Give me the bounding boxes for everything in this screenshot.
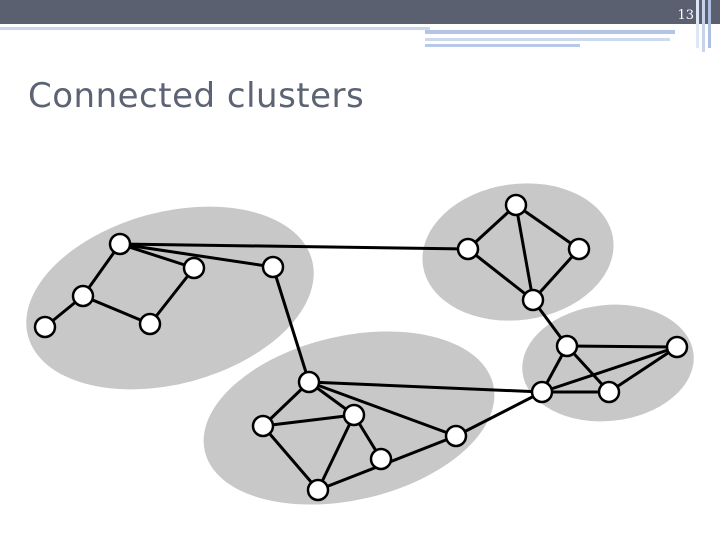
graph-edge [271, 265, 311, 384]
graph-edge [565, 344, 679, 349]
graph-node [521, 288, 545, 312]
graph-node [251, 414, 275, 438]
graph-nodes [33, 193, 689, 502]
header-accent-line [425, 38, 670, 41]
header-accent-line [425, 30, 675, 34]
graph-edge [514, 203, 581, 251]
graph-edge [148, 266, 196, 326]
graph-node [261, 255, 285, 279]
graph-node [33, 315, 57, 339]
header-accent-line [0, 27, 430, 30]
header-accent-line [702, 0, 705, 52]
graph-edge [81, 294, 152, 326]
header-accent-line [425, 44, 580, 47]
graph-node [665, 335, 689, 359]
graph-node [71, 284, 95, 308]
graph-edge [540, 345, 679, 394]
header-accent-line [696, 0, 699, 48]
page-number: 13 [677, 8, 694, 23]
graph-node [504, 193, 528, 217]
header-band [0, 0, 720, 24]
slide-title: Connected clusters [28, 76, 365, 116]
graph-edge [514, 203, 535, 302]
graph-node [306, 478, 330, 502]
graph-node [555, 334, 579, 358]
graph-node [369, 447, 393, 471]
graph-node [456, 237, 480, 261]
graph-edge [531, 247, 581, 302]
graph-node [530, 380, 554, 404]
graph-edge [118, 242, 470, 251]
graph-edge [118, 242, 275, 269]
graph-edge [316, 413, 356, 492]
graph-node [342, 403, 366, 427]
graph-edge [307, 380, 458, 438]
graph-node [138, 312, 162, 336]
graph-node [108, 232, 132, 256]
graph-node [297, 370, 321, 394]
graph-node [567, 237, 591, 261]
graph-edge [607, 345, 679, 394]
graph-edge [466, 247, 535, 302]
header-accent-line [708, 0, 711, 48]
graph-node [597, 380, 621, 404]
graph-edge [261, 424, 320, 492]
cluster-top-right [422, 183, 614, 321]
graph-edge [454, 390, 544, 438]
graph-edge [118, 242, 196, 270]
graph-edge [261, 413, 356, 428]
graph-edge [307, 380, 544, 394]
graph-node [444, 424, 468, 448]
graph-node [182, 256, 206, 280]
